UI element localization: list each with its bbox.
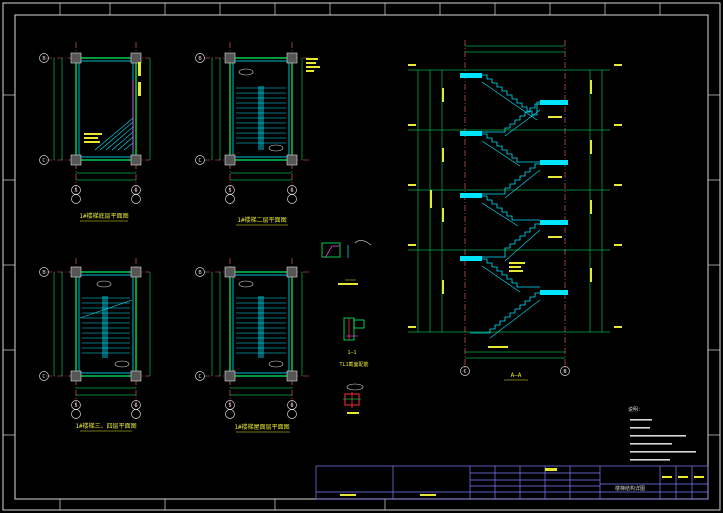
axis-bubble-label: C [42, 158, 45, 164]
title-block [315, 465, 709, 500]
axis-bubble-label: B [42, 56, 46, 62]
axis-bubble-label: C [42, 374, 45, 380]
axis-bubble-label: 5 [228, 403, 231, 409]
detail-2: 1—1 TL1截面配筋 [339, 317, 369, 368]
axis-bubble-label: 5 [74, 403, 77, 409]
axis-bubble-label: 5 [74, 188, 77, 194]
axis-bubble-label: 6 [290, 403, 293, 409]
plan-caption: 1#楼梯底层平面图 [79, 212, 128, 220]
axis-bubble-label: B [198, 270, 202, 276]
axis-bubble-label: B [198, 56, 202, 62]
general-notes: 说明： [628, 406, 696, 461]
plan-ground-floor: B C 5 6 1#楼梯底层平面图 [39, 42, 151, 222]
axis-bubble-label: 6 [134, 188, 137, 194]
detail-caption: TL1截面配筋 [339, 361, 368, 368]
axis-bubble-label: C [198, 374, 201, 380]
plan-third-fourth-floor: B C 5 6 1#楼梯三、四层平面图 [39, 258, 151, 432]
axis-bubble-label: 5 [228, 188, 231, 194]
axis-bubble-label: C [463, 369, 466, 375]
plan-second-floor: B C 5 6 1#楼梯二层平面图 [195, 42, 320, 226]
plan-caption: 1#楼梯屋面层平面图 [234, 423, 289, 431]
axis-bubble-label: B [563, 369, 567, 375]
drawing-title: 楼梯结构详图 [615, 485, 645, 492]
section-a-a: C B A—A [408, 40, 622, 381]
plan-caption: 1#楼梯三、四层平面图 [75, 422, 136, 430]
border-ticks [3, 3, 720, 510]
detail-3 [343, 383, 364, 414]
axis-bubble-label: B [42, 270, 46, 276]
notes-title: 说明： [628, 406, 643, 413]
axis-bubble-label: 6 [134, 403, 137, 409]
axis-bubble-label: C [198, 158, 201, 164]
detail-1 [321, 240, 372, 285]
plan-roof-floor: B C 5 6 1#楼梯屋面层平面图 [195, 258, 310, 433]
axis-bubble-label: 6 [290, 188, 293, 194]
section-caption: A—A [511, 372, 522, 379]
detail-caption: 1—1 [347, 350, 356, 356]
plan-caption: 1#楼梯二层平面图 [237, 216, 286, 224]
